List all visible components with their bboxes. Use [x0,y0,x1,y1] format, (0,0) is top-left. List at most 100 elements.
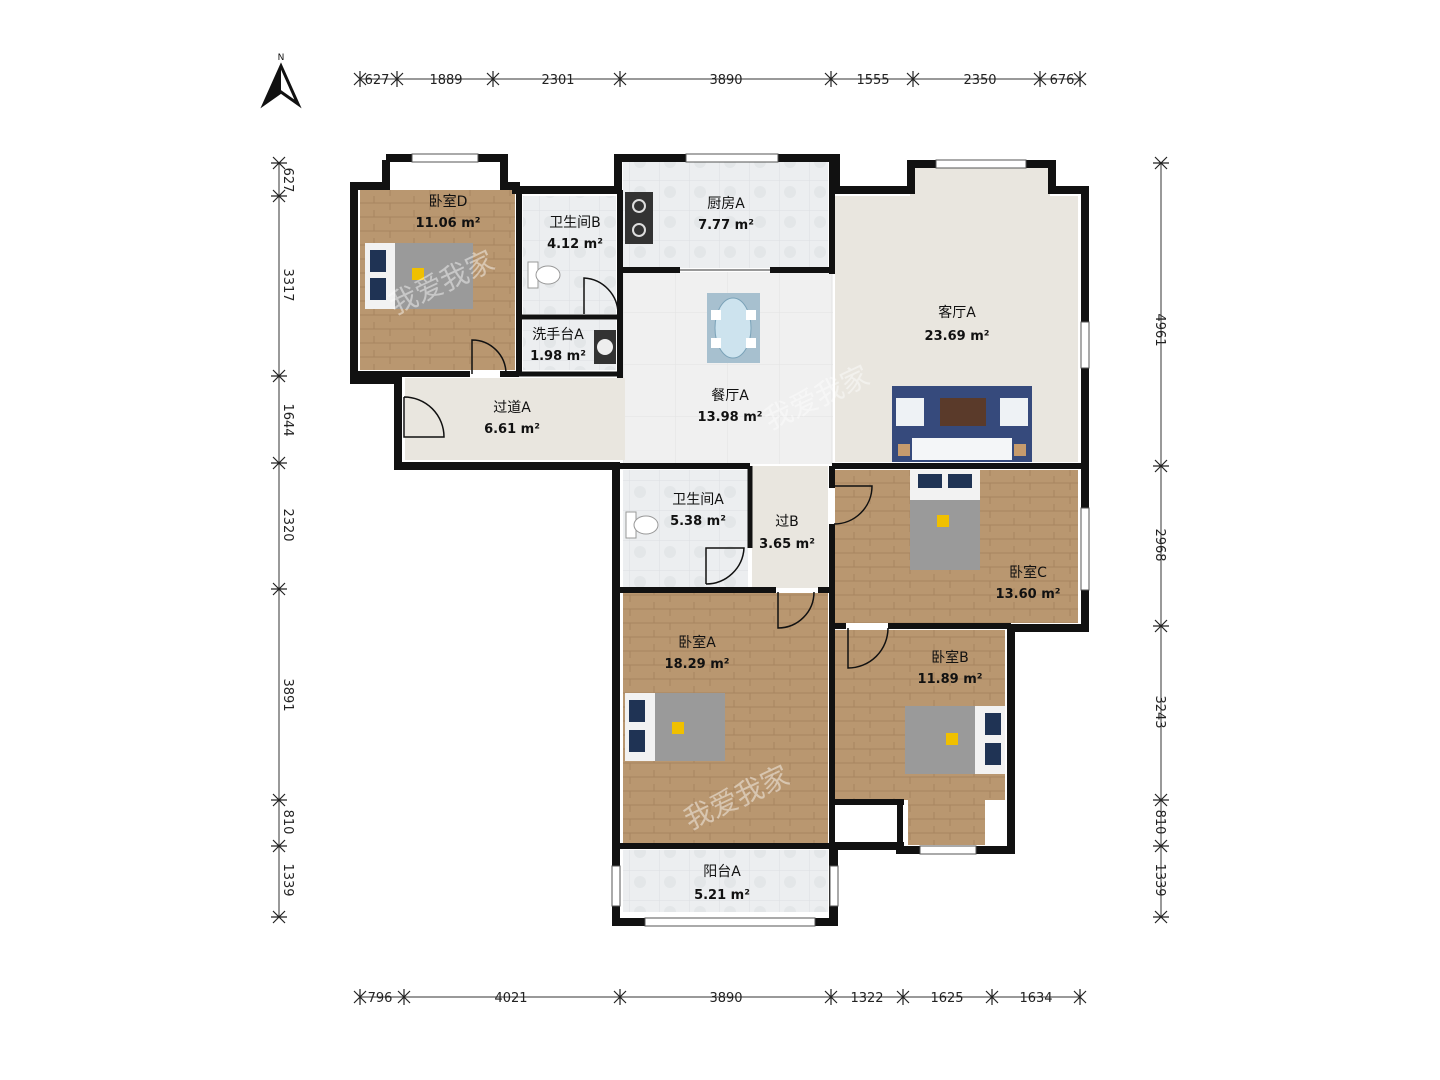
dim-top-2: 2301 [541,73,574,88]
dim-top-0: 627 [365,73,390,88]
dimension-tick [353,989,367,1005]
dimension-tick [271,189,287,203]
dim-left-2: 1644 [280,403,295,436]
dim-bottom-4: 1625 [930,991,963,1006]
dimension-tick [271,369,287,383]
room-name-corridor-a: 过道A [493,400,531,416]
dim-bottom-2: 3890 [709,991,742,1006]
dimension-left: 627 3317 1644 2320 3891 810 1339 [278,163,295,917]
dim-bottom-1: 4021 [494,991,527,1006]
dimension-top: 627 1889 2301 3890 1555 2350 676 [360,73,1080,88]
dim-bottom-0: 796 [368,991,393,1006]
bed-icon [905,706,1005,774]
dimension-tick [353,71,367,87]
dimension-ticks [271,71,1169,1005]
dim-left-6: 1339 [280,863,295,896]
dimension-tick [1073,71,1087,87]
room-name-bedroom-b: 卧室B [931,649,969,666]
dimension-tick [486,71,500,87]
dimension-bottom: 796 4021 3890 1322 1625 1634 [360,991,1080,1006]
stove-icon [625,192,653,244]
dim-left-5: 810 [280,810,295,835]
room-area-bathroom-a: 5.38 m² [670,514,726,529]
dim-top-6: 676 [1050,73,1075,88]
dimension-tick [271,156,287,170]
room-area-bathroom-b: 4.12 m² [547,237,603,252]
windows [411,153,1090,927]
dimension-tick [1153,156,1169,170]
walls [350,154,1089,926]
compass-label: N [278,53,285,63]
toilet-icon [527,261,561,289]
bed-icon [625,693,725,761]
room-area-balcony-a: 5.21 m² [694,888,750,903]
dimension-tick [1153,839,1169,853]
dim-top-3: 3890 [709,73,742,88]
dimension-tick [896,989,910,1005]
room-name-bathroom-b: 卫生间B [549,215,601,231]
room-labels: 卧室D 11.06 m² 卫生间B 4.12 m² 厨房A 7.77 m² 客厅… [416,193,1061,903]
dim-left-3: 2320 [280,508,295,541]
room-area-corridor-a: 6.61 m² [484,422,540,437]
room-name-passage-b: 过B [775,514,799,530]
dim-right-0: 4961 [1152,313,1167,346]
bed-icon [910,470,980,570]
room-area-bedroom-a: 18.29 m² [665,657,730,672]
dimension-tick [271,793,287,807]
dimension-tick [397,989,411,1005]
dining-table-icon [707,293,760,363]
dim-left-1: 3317 [280,268,295,301]
dim-right-4: 1339 [1152,863,1167,896]
dimension-tick [1073,989,1087,1005]
sofa-icon [892,386,1032,462]
dimension-tick [824,989,838,1005]
dim-right-1: 2968 [1152,528,1167,561]
dimension-tick [906,71,920,87]
bed-icon [365,243,473,309]
dim-left-4: 3891 [280,678,295,711]
room-area-kitchen-a: 7.77 m² [698,218,754,233]
room-area-passage-b: 3.65 m² [759,537,815,552]
dimension-tick [1153,459,1169,473]
room-name-bathroom-a: 卫生间A [672,492,724,508]
dim-top-4: 1555 [856,73,889,88]
room-name-living-a: 客厅A [938,304,976,321]
dimension-tick [985,989,999,1005]
north-arrow-icon: N [260,53,302,109]
room-name-washbasin-a: 洗手台A [532,327,584,343]
dimension-tick [1033,71,1047,87]
room-name-dining-a: 餐厅A [711,388,749,404]
dimension-tick [271,839,287,853]
dim-right-2: 3243 [1152,695,1167,728]
dimension-tick [1153,910,1169,924]
room-area-bedroom-b: 11.89 m² [918,672,983,687]
dim-left-0: 627 [280,168,295,193]
dim-bottom-5: 1634 [1019,991,1052,1006]
room-area-dining-a: 13.98 m² [698,410,763,425]
room-area-bedroom-d: 11.06 m² [416,216,481,231]
dimension-tick [271,582,287,596]
dim-bottom-3: 1322 [850,991,883,1006]
dim-top-1: 1889 [429,73,462,88]
room-area-living-a: 23.69 m² [925,329,990,344]
room-area-washbasin-a: 1.98 m² [530,349,586,364]
room-name-kitchen-a: 厨房A [707,196,745,212]
room-area-bedroom-c: 13.60 m² [996,587,1061,602]
dimension-tick [1153,793,1169,807]
room-name-balcony-a: 阳台A [703,864,741,880]
room-name-bedroom-d: 卧室D [429,193,468,210]
dimension-tick [271,910,287,924]
dim-right-3: 810 [1152,810,1167,835]
dimension-tick [1153,619,1169,633]
dimension-tick [271,456,287,470]
washbasin-icon [594,330,616,364]
furniture [365,192,1032,774]
room-name-bedroom-a: 卧室A [678,634,716,651]
dimension-tick [390,71,404,87]
doors [403,269,889,669]
dimension-right: 4961 2968 3243 810 1339 [1152,163,1167,917]
dimension-tick [613,989,627,1005]
dimension-tick [613,71,627,87]
dimension-tick [824,71,838,87]
